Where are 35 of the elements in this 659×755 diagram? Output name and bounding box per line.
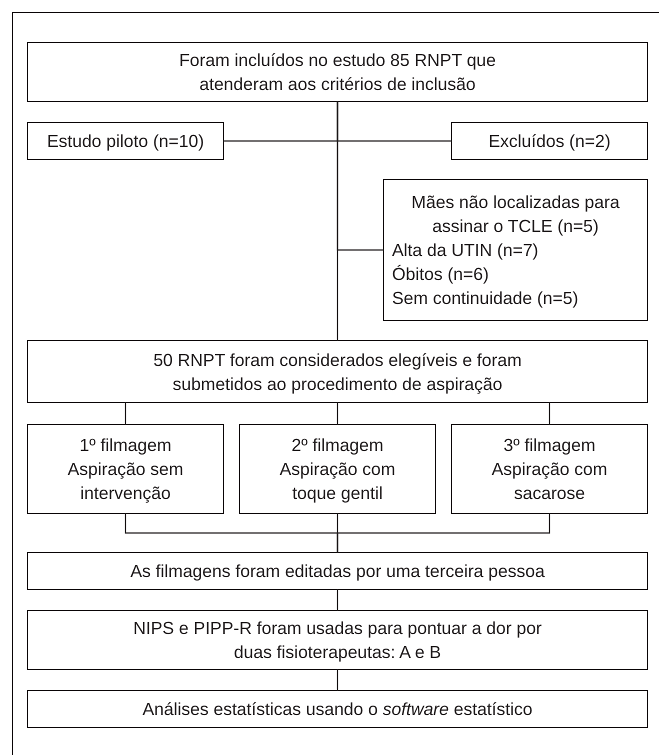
box-heading: 2º filmagem bbox=[292, 434, 384, 457]
process-box bbox=[239, 424, 436, 514]
box-text: Aspiração com toque gentil bbox=[278, 458, 396, 505]
connector-line bbox=[336, 102, 338, 340]
connector-line bbox=[336, 403, 338, 424]
box-text: NIPS e PIPP-R foram usadas para pontuar a dor por duas fisioterapeutas: A e B bbox=[132, 617, 543, 664]
process-box bbox=[451, 122, 648, 160]
process-box bbox=[451, 424, 648, 514]
box-heading: 1º filmagem bbox=[80, 434, 172, 457]
process-box bbox=[27, 122, 224, 160]
connector-line bbox=[336, 514, 550, 552]
box-heading: 3º filmagem bbox=[504, 434, 596, 457]
process-box bbox=[27, 610, 648, 670]
process-box bbox=[27, 424, 224, 514]
process-box bbox=[27, 42, 648, 102]
box-text: Aspiração com sacarose bbox=[490, 458, 608, 505]
box-text: As filmagens foram editadas por uma terceira pessoa bbox=[130, 560, 545, 583]
box-text: Alta da UTIN (n=7) bbox=[392, 239, 538, 262]
box-text: Sem continuidade (n=5) bbox=[392, 287, 578, 310]
box-text: Foram incluídos no estudo 85 RNPT que atenderam aos critérios de inclusão bbox=[178, 49, 497, 96]
box-text: Aspiração sem intervenção bbox=[66, 458, 184, 505]
box-heading: Mães não localizadas para assinar o TCLE (n=5) bbox=[410, 191, 621, 238]
connector-line bbox=[336, 670, 338, 690]
box-text: Óbitos (n=6) bbox=[392, 263, 489, 286]
process-box bbox=[383, 179, 648, 321]
connector-line bbox=[336, 590, 338, 610]
box-text: 50 RNPT foram considerados elegíveis e foram submetidos ao procedimento de aspiração bbox=[152, 348, 523, 396]
box-text: Análises estatísticas usando o software estatístico bbox=[142, 698, 533, 721]
process-box bbox=[27, 340, 648, 403]
box-text: Excluídos (n=2) bbox=[488, 130, 611, 153]
box-text: Estudo piloto (n=10) bbox=[46, 130, 204, 153]
process-box bbox=[27, 690, 648, 728]
connector-line bbox=[124, 403, 126, 424]
process-box bbox=[27, 552, 648, 590]
connector-line bbox=[548, 403, 550, 424]
